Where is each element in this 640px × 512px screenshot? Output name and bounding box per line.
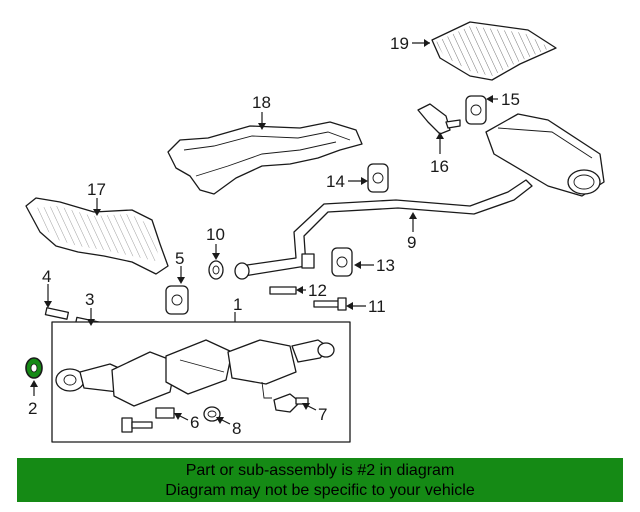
callout-16: 16 [430,157,449,176]
callout-9: 9 [407,233,416,252]
exhaust-system-drawing: 1 2 3 4 5 6 7 8 9 10 11 12 13 14 15 16 1… [25,21,605,443]
diagram-notice-banner: Part or sub-assembly is #2 in diagram Di… [17,458,623,502]
banner-line-1: Part or sub-assembly is #2 in diagram [185,462,455,479]
banner-line-2: Diagram may not be specific to your vehi… [165,482,475,499]
callout-15: 15 [501,90,520,109]
front-heat-shield [25,197,169,275]
stud-12 [269,286,297,295]
bracket-16 [417,103,461,135]
callout-2: 2 [28,399,37,418]
callout-6: 6 [190,413,199,432]
callout-17: 17 [87,180,106,199]
callout-10: 10 [206,225,225,244]
callout-3: 3 [85,290,94,309]
callout-1: 1 [233,295,242,314]
callout-14: 14 [326,172,345,191]
hanger-14 [367,163,389,193]
gasket-2 [25,357,43,379]
callout-18: 18 [252,93,271,112]
callout-12: 12 [308,281,327,300]
muffler [485,113,605,197]
callout-4: 4 [42,267,51,286]
flange-7 [273,393,309,413]
hanger-5 [165,285,189,315]
converter-assembly [55,339,335,407]
callout-13: 13 [376,256,395,275]
hanger-13 [331,247,353,277]
stud-4 [44,307,70,320]
callout-5: 5 [175,249,184,268]
callout-7: 7 [318,405,327,424]
callout-labels: 1 2 3 4 5 6 7 8 9 10 11 12 13 14 15 16 1… [28,34,520,438]
gasket-8 [203,406,221,422]
bolt-11 [313,297,347,311]
callout-11: 11 [368,297,386,316]
tail-pipe [234,179,533,280]
sensor-6 [155,407,175,419]
bolt-bottom [121,417,153,433]
callout-19: 19 [390,34,409,53]
rear-heat-shield [431,21,557,81]
callout-8: 8 [232,419,241,438]
gasket-10 [208,260,224,280]
leader-lines [30,39,498,425]
center-heat-shield [167,121,363,195]
hanger-15 [465,95,487,125]
